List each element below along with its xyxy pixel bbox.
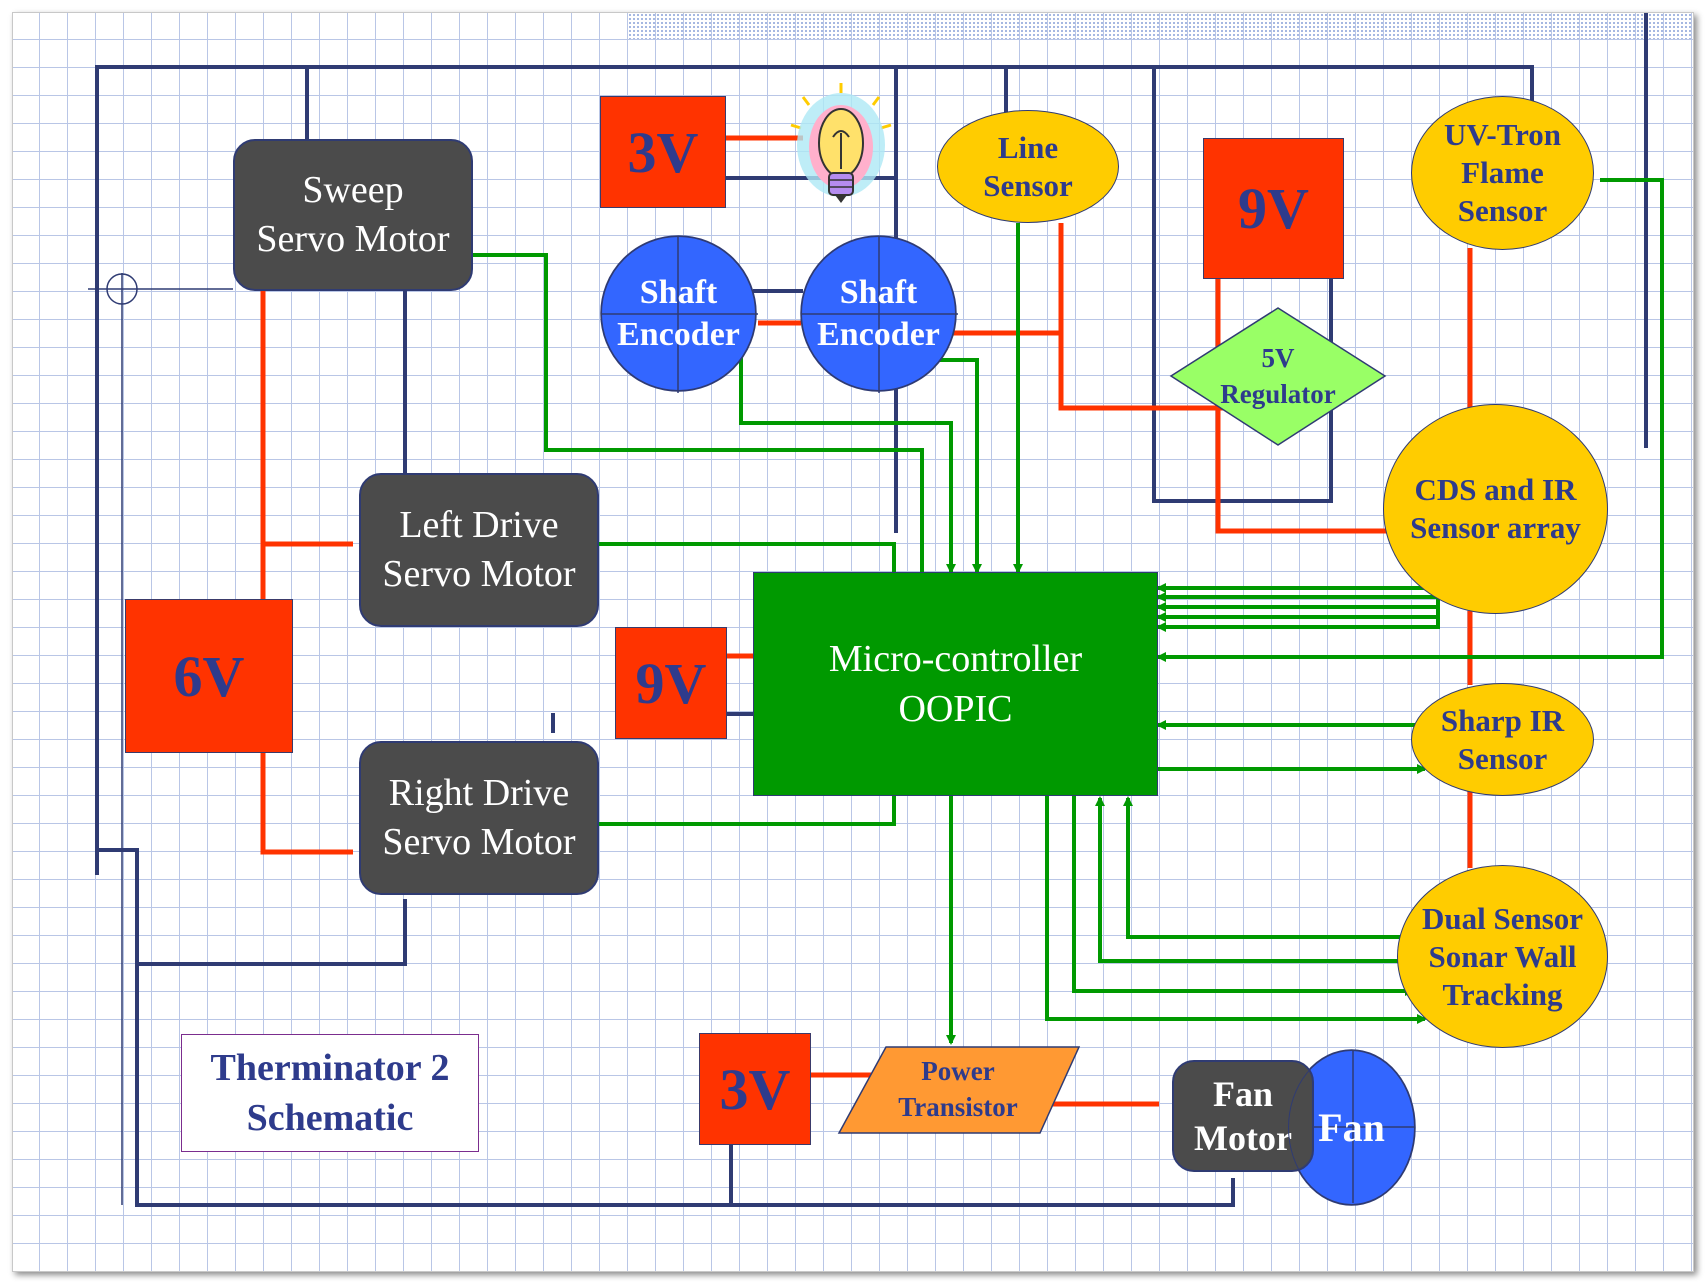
left-shaft-encoder: Shaft Encoder [601,236,756,391]
battery-3v-fan: 3V [699,1033,811,1145]
power-transistor-shape [837,1046,1081,1134]
header-dot-pattern [628,13,1693,39]
schematic-slide: Sweep Servo Motor Left Drive Servo Motor… [12,12,1694,1272]
right-drive-servo-motor: Right Drive Servo Motor [359,741,599,895]
sharp-ir-sensor: Sharp IR Sensor [1411,683,1594,796]
regulator-label: 5V Regulator [1220,343,1336,409]
battery-3v-light: 3V [600,96,726,208]
signal-wires [463,178,1664,1045]
regulator-diamond [1169,307,1387,446]
battery-6v-drive: 6V [125,599,293,753]
right-shaft-encoder: Shaft Encoder [801,236,956,391]
left-drive-servo-motor: Left Drive Servo Motor [359,473,599,627]
power-transistor-label: Power Transistor [898,1056,1018,1122]
battery-9v-sensors: 9V [1203,138,1344,279]
cds-ir-sensor-array: CDS and IR Sensor array [1383,404,1608,614]
schematic-title: Therminator 2 Schematic [181,1034,479,1152]
uv-tron-flame-sensor: UV-Tron Flame Sensor [1411,96,1594,250]
oopic-microcontroller: Micro-controller OOPIC [753,572,1158,796]
sonar-wall-tracking-sensor: Dual Sensor Sonar Wall Tracking [1397,865,1608,1048]
fan: Fan [1288,1050,1415,1205]
battery-9v-mcu: 9V [615,627,727,739]
sweep-servo-motor: Sweep Servo Motor [233,139,473,291]
power-wires [260,135,1473,1107]
line-sensor: Line Sensor [937,110,1119,223]
crosshair-mark [88,273,233,1205]
light-bulb-icon [790,83,892,203]
